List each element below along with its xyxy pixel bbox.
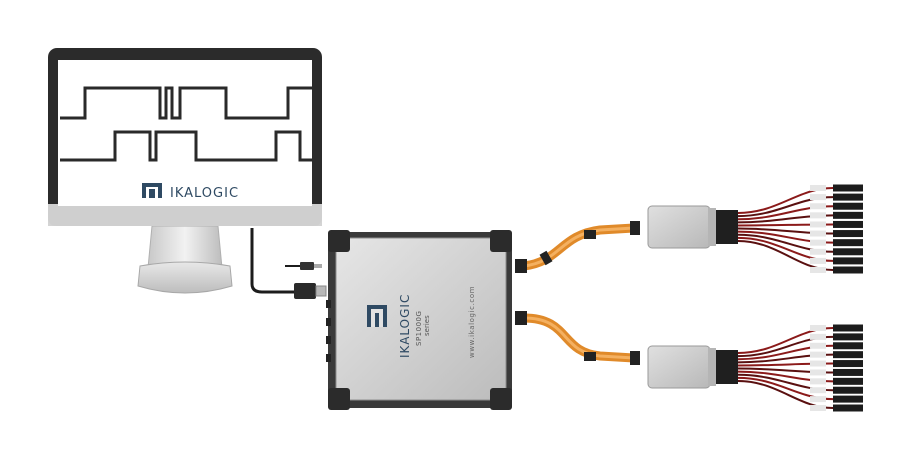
wire-label xyxy=(810,342,826,349)
probe-wires-bottom xyxy=(737,324,863,412)
probe-tip xyxy=(833,202,863,210)
wire-label xyxy=(810,257,826,264)
wire-label xyxy=(810,248,826,255)
probe-wires-top xyxy=(737,184,863,274)
ribbon-cable-bottom xyxy=(515,311,640,365)
probe-wire xyxy=(737,380,834,409)
wire-label xyxy=(810,325,826,331)
pod-connector xyxy=(716,210,738,244)
analyzer-model: SP1000G xyxy=(415,311,423,346)
logic-analyzer: IKALOGIC SP1000G series www.ikalogic.com xyxy=(326,230,512,410)
side-ports xyxy=(326,300,331,362)
corner-bumper xyxy=(490,388,512,410)
analyzer-case xyxy=(335,237,507,401)
probe-tip xyxy=(833,360,863,368)
ikalogic-logo-icon xyxy=(142,183,162,198)
waveform-channel-2 xyxy=(60,130,312,162)
probe-tip xyxy=(833,404,863,412)
probe-wire xyxy=(737,327,834,354)
probe-tip xyxy=(833,377,863,385)
monitor-base xyxy=(137,261,233,294)
analyzer-logo-icon xyxy=(367,305,387,327)
usb-connector xyxy=(294,283,316,299)
probe-pod-top xyxy=(647,205,738,249)
wire-label xyxy=(810,185,826,191)
wire-label xyxy=(810,369,826,376)
monitor: IKALOGIC xyxy=(48,48,322,294)
pod-connector xyxy=(716,350,738,384)
corner-bumper xyxy=(328,230,350,252)
probe-tip xyxy=(833,193,863,201)
probe-tip xyxy=(833,230,863,238)
corner-bumper xyxy=(328,388,350,410)
probe-tip xyxy=(833,386,863,394)
wire-label xyxy=(810,405,826,411)
wire-label xyxy=(810,387,826,394)
wire-label xyxy=(810,378,826,385)
probe-tip xyxy=(833,239,863,247)
probe-tip xyxy=(833,184,863,192)
probe-tip xyxy=(833,266,863,274)
corner-bumper xyxy=(490,230,512,252)
wire-label xyxy=(810,267,826,273)
probe-tip xyxy=(833,351,863,359)
monitor-logo-text: IKALOGIC xyxy=(170,186,239,201)
probe-wire xyxy=(737,187,834,214)
wire-label xyxy=(810,360,826,367)
power-cable xyxy=(285,262,322,270)
analyzer-model-suffix: series xyxy=(423,315,431,336)
wire-label xyxy=(810,194,826,201)
wire-label xyxy=(810,212,826,219)
wire-label xyxy=(810,230,826,237)
wire-label xyxy=(810,351,826,358)
probe-tip xyxy=(833,248,863,256)
probe-tip xyxy=(833,220,863,228)
probe-tip xyxy=(833,333,863,341)
analyzer-url: www.ikalogic.com xyxy=(468,286,476,358)
probe-tip xyxy=(833,342,863,350)
wire-label xyxy=(810,333,826,340)
analyzer-brand: IKALOGIC xyxy=(398,294,412,358)
probe-tip xyxy=(833,257,863,265)
probe-tip xyxy=(833,395,863,403)
probe-tip xyxy=(833,368,863,376)
probe-tip xyxy=(833,324,863,332)
usb-cable xyxy=(250,228,327,299)
wire-label xyxy=(810,396,826,403)
wire-label xyxy=(810,239,826,246)
ribbon-cable-top xyxy=(515,221,640,273)
probe-tip xyxy=(833,211,863,219)
waveform-display xyxy=(60,86,312,162)
monitor-logo: IKALOGIC xyxy=(142,183,239,201)
wire-label xyxy=(810,221,826,228)
waveform-channel-1 xyxy=(60,86,312,120)
probe-pod-bottom xyxy=(647,345,738,389)
wire-label xyxy=(810,203,826,210)
power-connector xyxy=(300,262,314,270)
